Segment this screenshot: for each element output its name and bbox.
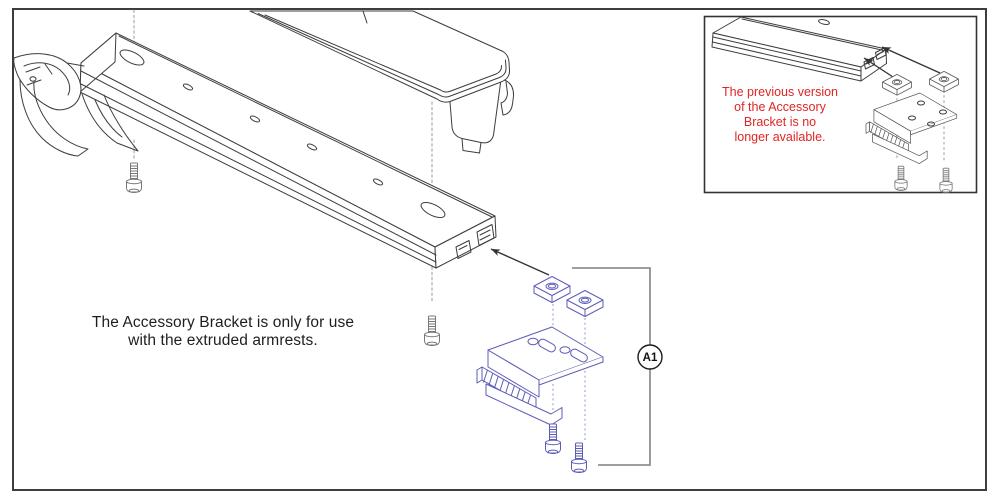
bracket-screw-right <box>571 442 587 473</box>
bracket-alignment-dashes <box>552 304 586 441</box>
previous-version-note: The previous version of the Accessory Br… <box>704 85 856 145</box>
bracket-screw-left <box>545 423 561 454</box>
note-line-3: Bracket is no <box>743 115 817 129</box>
note-line-4: longer available. <box>734 130 826 144</box>
note-line-2: of the Accessory <box>734 100 826 114</box>
rail-screw-left <box>126 162 142 193</box>
previous-bracket-holes <box>908 100 947 127</box>
caption-line-1: The Accessory Bracket is only for use <box>91 314 355 331</box>
a1-callout-label: A1 <box>643 352 658 364</box>
rail-holes <box>119 49 446 219</box>
square-nut-left <box>533 276 571 303</box>
inset-arrow-right <box>881 46 941 74</box>
previous-version-inset <box>703 15 978 194</box>
a1-callout[interactable]: A1 <box>572 267 663 466</box>
rail-screw-right <box>424 315 440 346</box>
diagram-border <box>12 8 987 491</box>
diagram-caption: The Accessory Bracket is only for use wi… <box>45 314 401 349</box>
armrest-pad <box>249 10 515 154</box>
accessory-bracket-assembly <box>476 276 604 473</box>
rail-end-slots <box>455 224 495 259</box>
caption-line-2: with the extruded armrests. <box>128 331 318 349</box>
insert-direction-arrow <box>490 248 550 276</box>
square-nut-right <box>566 290 604 317</box>
bracket-slot-holes <box>527 337 588 363</box>
inset-arrow-left <box>863 57 894 78</box>
a1-callout-balloon[interactable] <box>637 344 663 370</box>
armrest-rail <box>79 9 497 304</box>
armrest-clamp <box>13 53 139 157</box>
note-line-1: The previous version <box>721 85 839 99</box>
accessory-bracket-plate <box>476 326 604 426</box>
